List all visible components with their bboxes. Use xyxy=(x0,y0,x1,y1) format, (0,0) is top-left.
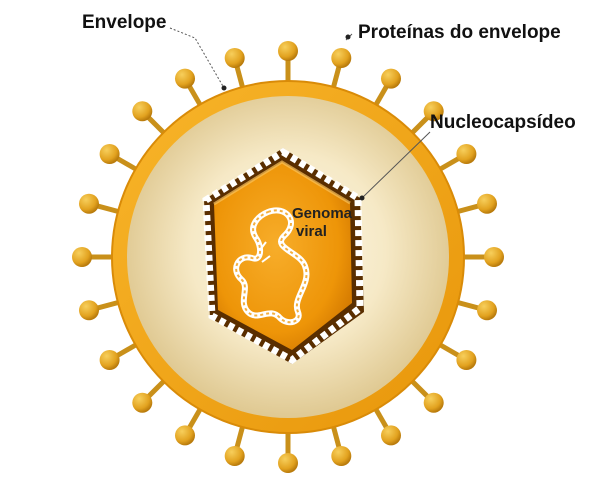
spike-head xyxy=(381,68,401,89)
nucleocapsid-leader-dot xyxy=(359,195,365,201)
capsid-core xyxy=(214,162,352,350)
viral-genome xyxy=(233,207,310,326)
spike-head xyxy=(331,48,352,68)
spike-head xyxy=(224,446,245,466)
spike-head xyxy=(132,392,153,413)
envelope-leader xyxy=(169,27,225,89)
spike-head xyxy=(278,453,298,473)
rna-strand-inner xyxy=(235,209,308,324)
label-envelope-proteins: Proteínas do envelope xyxy=(358,22,561,43)
label-genome-line2: viral xyxy=(296,223,327,240)
spike-head xyxy=(484,247,504,267)
spike-head xyxy=(456,144,477,164)
spike-head xyxy=(331,446,352,466)
spike-head xyxy=(175,425,195,446)
capsid-outline xyxy=(202,147,364,365)
spike-head xyxy=(79,193,99,214)
spike-head xyxy=(175,68,195,89)
leader-lines xyxy=(169,27,431,201)
label-envelope: Envelope xyxy=(82,12,166,33)
spike-head xyxy=(132,101,153,122)
capsid-bevel xyxy=(213,160,351,206)
spike-head xyxy=(477,193,497,214)
spike-head xyxy=(456,350,477,370)
spike-head xyxy=(423,392,444,413)
spike-head xyxy=(381,425,401,446)
spike-head xyxy=(99,144,120,164)
envelope-leader-dot xyxy=(221,85,227,91)
label-nucleocapsid: Nucleocapsídeo xyxy=(430,112,576,133)
spike-head xyxy=(224,48,245,68)
spike-head xyxy=(423,101,444,122)
proteins-leader-dot xyxy=(345,34,351,40)
rna-branch xyxy=(259,241,271,263)
spike-head xyxy=(72,247,92,267)
spike-head xyxy=(79,300,99,321)
spike-head xyxy=(477,300,497,321)
spike-head xyxy=(99,350,120,370)
label-genome-line1: Genoma xyxy=(292,205,353,222)
nucleocapsid-leader xyxy=(361,131,431,199)
envelope-proteins xyxy=(72,41,504,473)
spike-head xyxy=(278,41,298,61)
